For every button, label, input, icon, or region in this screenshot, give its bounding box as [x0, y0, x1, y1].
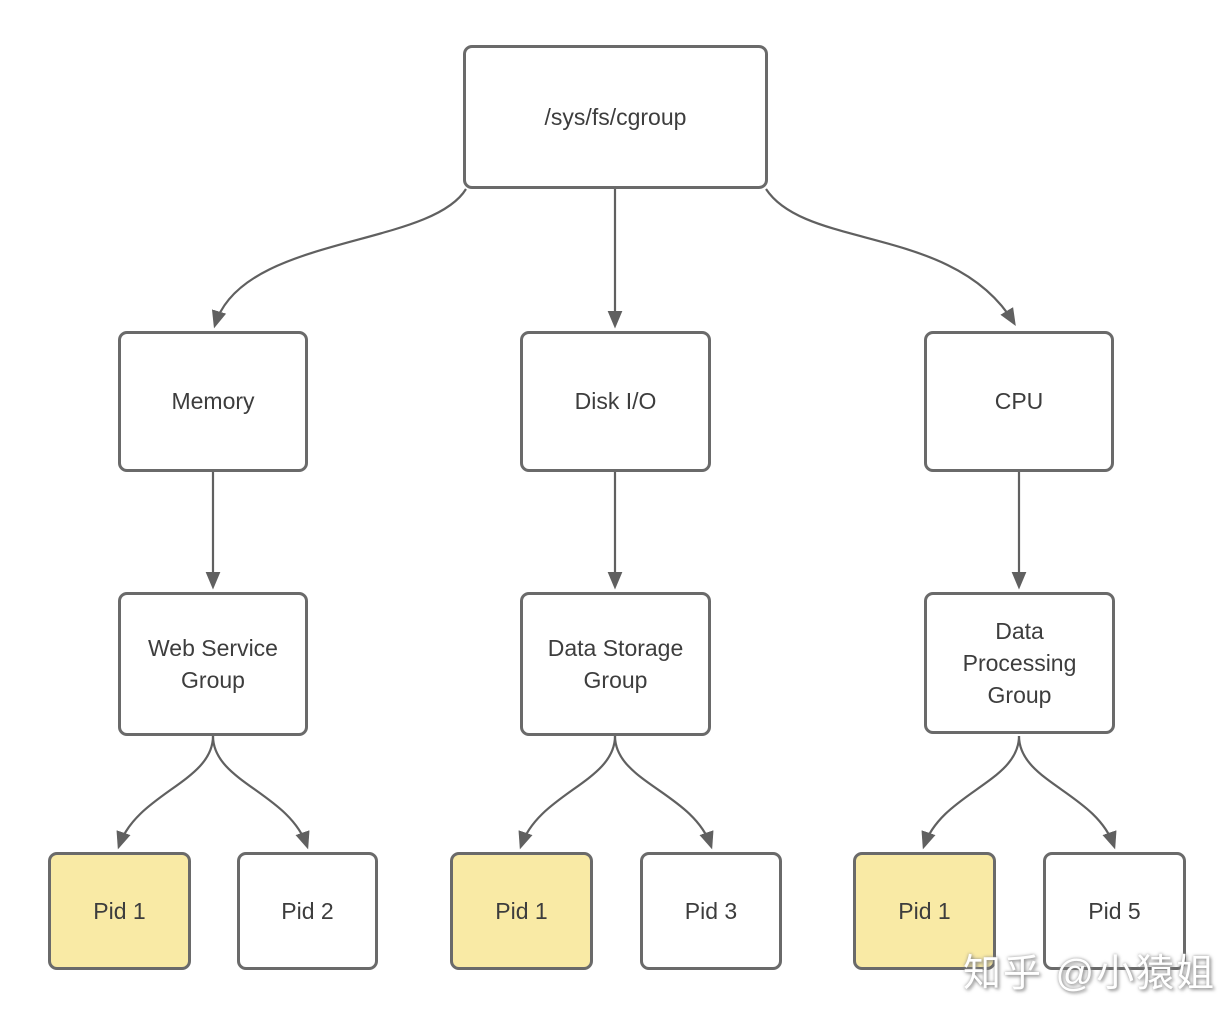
node-disk-io: Disk I/O	[520, 331, 711, 472]
node-label: Web Service	[148, 634, 278, 661]
node-data-storage-group: Data Storage Group	[520, 592, 711, 736]
node-label: Pid 5	[1088, 897, 1141, 924]
node-pid-1-disk: Pid 1	[450, 852, 593, 970]
edge-dpg-pid5	[1017, 735, 1117, 850]
node-sys-fs-cgroup: /sys/fs/cgroup	[463, 45, 768, 189]
edge-wsg-pid1	[116, 735, 215, 850]
node-label: Data Storage	[547, 634, 684, 661]
edge-dsg-pid3	[613, 735, 714, 850]
node-label: Pid 1	[93, 897, 146, 924]
edge-root-cpu	[765, 188, 1016, 327]
node-pid-5: Pid 5	[1043, 852, 1186, 970]
node-data-processing-group: Data Processing Group	[924, 592, 1115, 734]
node-label: Data	[995, 617, 1044, 644]
node-label: CPU	[994, 388, 1044, 415]
edge-dsg-pid1	[518, 735, 617, 850]
node-label: Pid 3	[684, 897, 738, 924]
node-label: Group	[987, 682, 1052, 709]
node-label: Group	[181, 667, 245, 693]
edge-dpg-pid1	[921, 735, 1021, 850]
node-label: Pid 1	[495, 897, 548, 924]
node-label: Disk I/O	[574, 388, 657, 415]
node-label: /sys/fs/cgroup	[544, 103, 687, 130]
node-cpu: CPU	[924, 331, 1114, 472]
node-label: Group	[583, 667, 648, 693]
edge-root-memory	[211, 188, 467, 329]
node-pid-1-memory: Pid 1	[48, 852, 191, 970]
node-web-service-group: Web Service Group	[118, 592, 308, 736]
node-pid-2: Pid 2	[237, 852, 378, 970]
node-memory: Memory	[118, 331, 308, 472]
node-pid-3: Pid 3	[640, 852, 782, 970]
edge-wsg-pid2	[211, 735, 310, 850]
node-label: Processing	[962, 649, 1077, 676]
node-pid-1-cpu: Pid 1	[853, 852, 996, 970]
node-label: Pid 2	[281, 897, 334, 924]
node-label: Pid 1	[898, 897, 951, 924]
node-label: Memory	[171, 388, 255, 415]
